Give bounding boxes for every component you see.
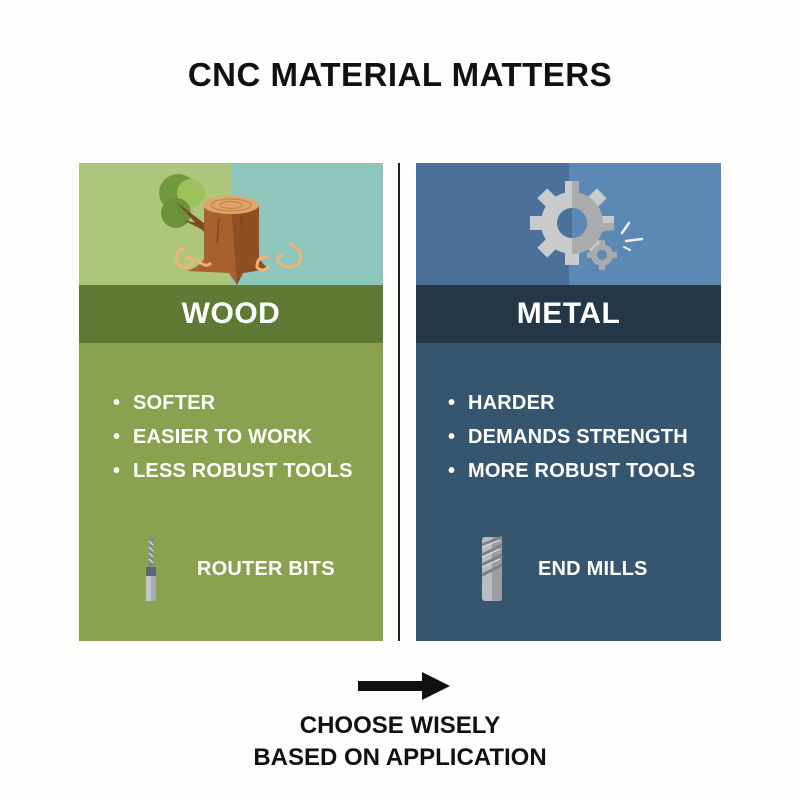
wood-hero: [79, 163, 383, 285]
list-item: •EASIER TO WORK: [113, 426, 313, 448]
gear-icon: [530, 181, 644, 270]
wood-bullet-list: •SOFTER •EASIER TO WORK •LESS ROBUST TOO…: [113, 391, 353, 493]
list-item: •DEMANDS STRENGTH: [448, 426, 688, 448]
metal-bullet-list: •HARDER •DEMANDS STRENGTH •MORE ROBUST T…: [448, 391, 695, 493]
wood-tool-label: ROUTER BITS: [197, 558, 335, 580]
panel-divider: [398, 163, 400, 641]
metal-tool-label: END MILLS: [538, 558, 648, 580]
router-bit-icon: [146, 537, 156, 601]
arrow-right-icon: [358, 672, 450, 700]
footer-line-2: BASED ON APPLICATION: [253, 744, 547, 771]
footer-caption: CHOOSE WISELY BASED ON APPLICATION: [0, 710, 800, 774]
wood-panel: WOOD •SOFTER •EASIER TO WORK •LESS ROBUS…: [79, 163, 383, 641]
wood-tool: ROUTER BITS: [79, 533, 383, 603]
metal-panel: METAL •HARDER •DEMANDS STRENGTH •MORE RO…: [416, 163, 721, 641]
footer-line-1: CHOOSE WISELY: [299, 712, 501, 739]
list-item: •LESS ROBUST TOOLS: [113, 460, 353, 482]
list-item: •MORE ROBUST TOOLS: [448, 460, 696, 482]
metal-hero: [416, 163, 721, 285]
page-title: CNC MATERIAL MATTERS: [187, 56, 613, 93]
wood-heading: WOOD: [79, 285, 383, 343]
end-mill-icon: [481, 535, 503, 601]
tree-stump-icon: [159, 174, 303, 285]
list-item: •HARDER: [448, 392, 555, 414]
metal-heading: METAL: [416, 285, 721, 343]
metal-tool: END MILLS: [416, 533, 721, 603]
list-item: •SOFTER: [113, 392, 216, 414]
